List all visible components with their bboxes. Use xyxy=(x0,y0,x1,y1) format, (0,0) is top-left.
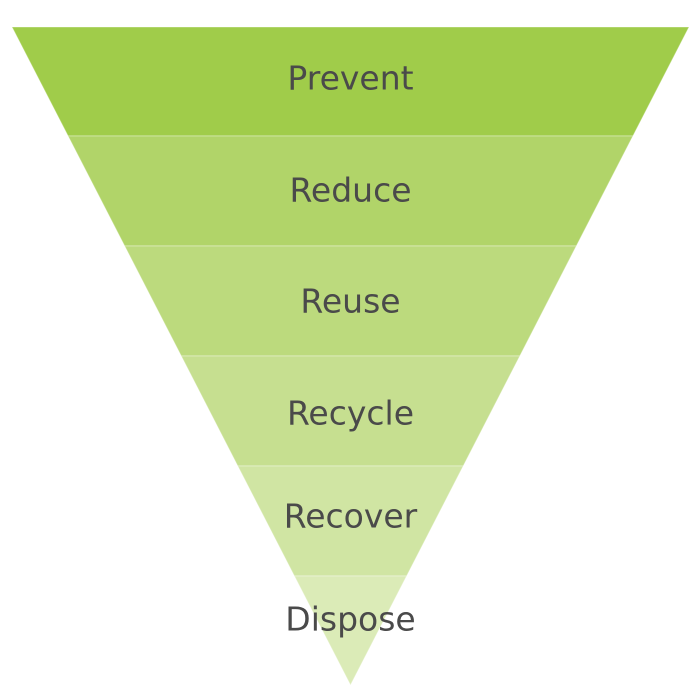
tier-recover-label: Recover xyxy=(284,497,418,536)
tier-reuse-label: Reuse xyxy=(300,282,400,321)
tier-reduce-label: Reduce xyxy=(289,171,411,210)
tier-dispose-shape xyxy=(293,575,408,687)
tier-prevent-label: Prevent xyxy=(287,59,413,98)
tier-recycle-label: Recycle xyxy=(287,394,414,433)
tier-dispose-label: Dispose xyxy=(285,600,415,639)
pyramid-tiers xyxy=(11,26,690,687)
